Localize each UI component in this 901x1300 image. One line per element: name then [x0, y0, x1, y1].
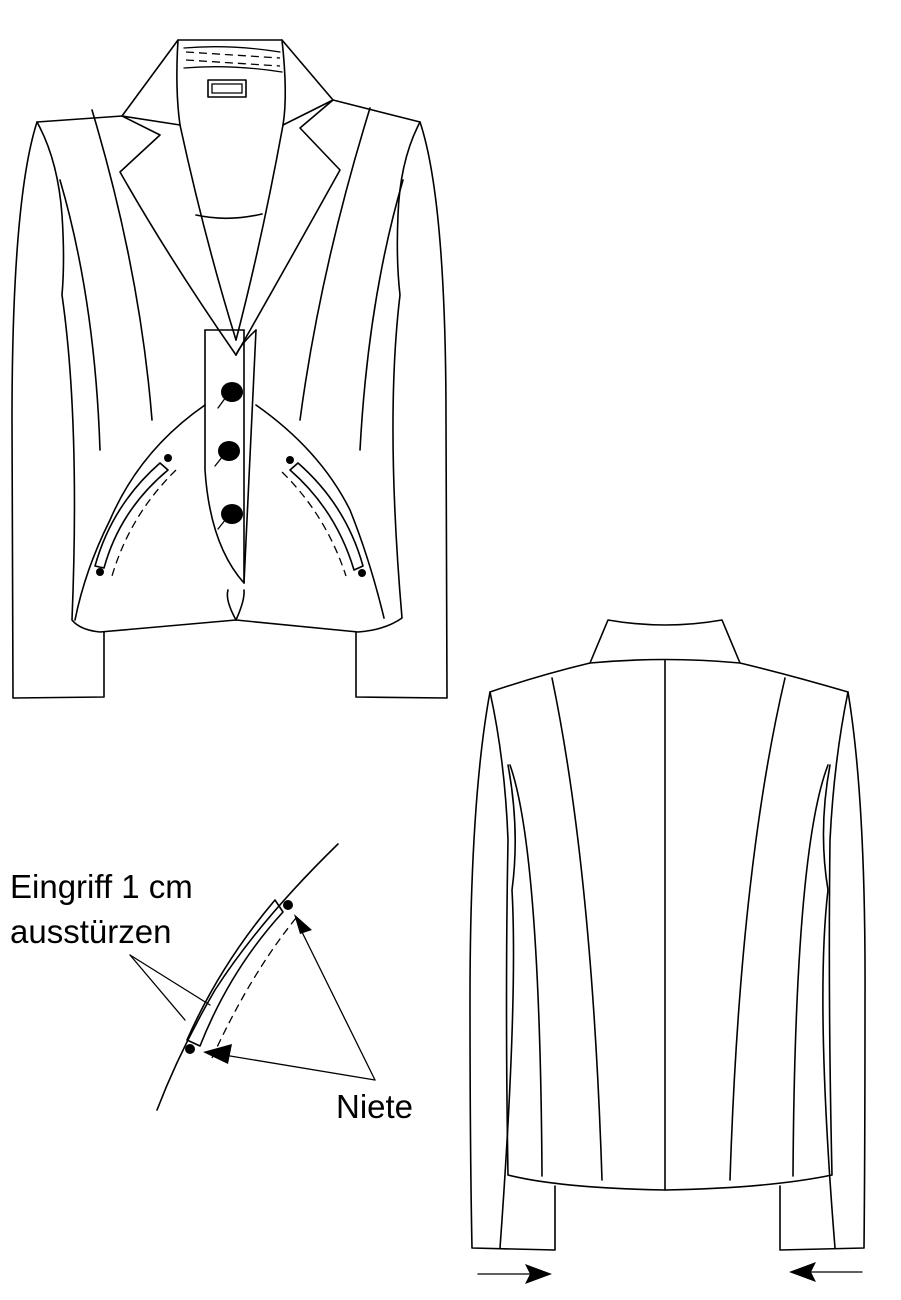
detail-seam-curve	[156, 843, 339, 1111]
jacket-back-view	[469, 619, 866, 1284]
collar-stand	[121, 39, 334, 117]
pocket-detail: Eingriff 1 cm ausstürzen Niete	[10, 843, 413, 1125]
detail-rivet-bottom	[185, 1044, 195, 1054]
back-left-sleeve	[469, 691, 556, 1251]
detail-rivet-top	[283, 900, 293, 910]
front-left-sleeve	[11, 121, 105, 699]
front-body-right	[235, 99, 421, 633]
back-left-panel-seam	[551, 677, 603, 1181]
pocket-rivet-bottom-right	[358, 569, 366, 577]
left-welt-pocket	[94, 454, 177, 577]
back-right-sleeve	[779, 691, 866, 1251]
right-welt-pocket	[281, 456, 366, 577]
detail-pocket-welt	[186, 899, 284, 1047]
right-princess-seam	[299, 107, 371, 421]
left-princess-seam	[91, 109, 153, 421]
left-lapel	[119, 115, 237, 356]
back-collar	[589, 619, 741, 664]
inner-neckline	[195, 213, 263, 220]
right-lapel	[235, 99, 341, 356]
front-buttons	[214, 382, 243, 530]
button-placket	[204, 329, 245, 584]
hanger-loop	[207, 79, 247, 98]
pocket-opening-label-line2: ausstürzen	[10, 913, 171, 950]
pocket-rivet-bottom	[96, 568, 104, 576]
rivet-label: Niete	[336, 1088, 413, 1125]
front-body-left	[36, 115, 237, 633]
back-right-panel-seam	[729, 677, 786, 1181]
pocket-rivet-top	[164, 454, 172, 462]
back-body	[489, 658, 849, 1191]
front-right-sleeve	[355, 121, 448, 699]
pocket-opening-label-line1: Eingriff 1 cm	[10, 868, 193, 905]
jacket-front-view	[11, 39, 448, 699]
pocket-rivet-top-right	[286, 456, 294, 464]
